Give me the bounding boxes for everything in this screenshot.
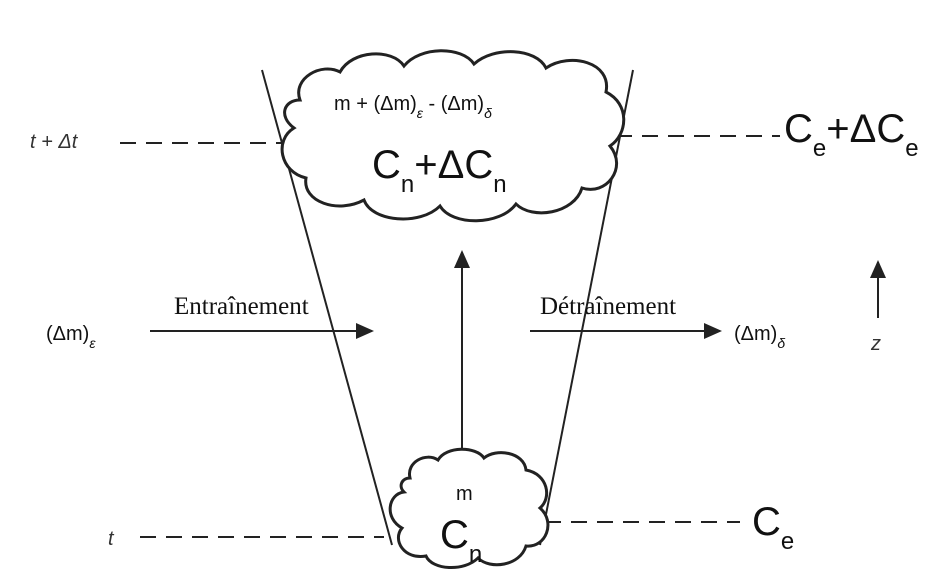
upper-time-label: t + Δt	[30, 131, 79, 153]
upper-parcel-cloud	[280, 49, 626, 223]
lower-time-label: t	[108, 528, 115, 550]
upper-parcel-mass: m + (Δm)ε - (Δm)δ	[334, 93, 492, 121]
detrainment-variable: (Δm)δ	[734, 323, 785, 351]
plume-right-edge	[539, 69, 634, 546]
lower-env-concentration: Ce	[752, 500, 794, 555]
lower-parcel-mass: m	[456, 483, 473, 505]
lower-parcel-cloud	[388, 447, 550, 570]
lower-parcel-concentration: Cn	[440, 513, 482, 568]
z-axis-label: z	[870, 333, 881, 355]
upper-env-concentration: Ce+ΔCe	[784, 107, 919, 162]
entrainment-label: Entraînement	[174, 293, 309, 320]
upper-parcel-concentration: Cn+ΔCn	[372, 143, 507, 198]
entrainment-variable: (Δm)ε	[46, 323, 96, 351]
detrainment-label: Détraînement	[540, 293, 676, 320]
